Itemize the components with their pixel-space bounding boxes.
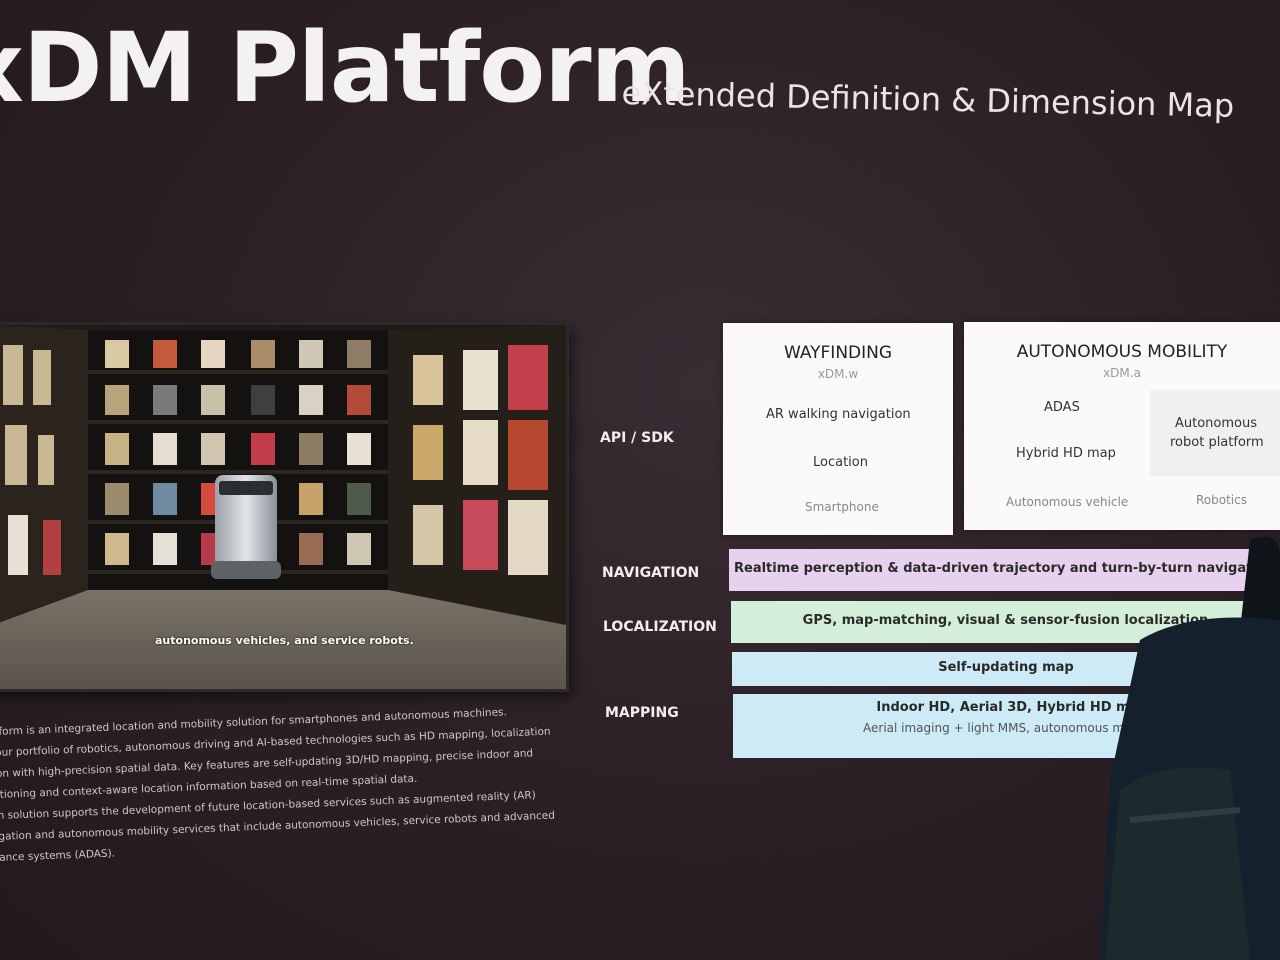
localization-bar-text: GPS, map-matching, visual & sensor-fusio…: [802, 613, 1209, 628]
wayfinding-code: xDM.w: [817, 367, 859, 381]
robot-platform-line2: robot platform: [1170, 435, 1264, 450]
description-paragraph: tform is an integrated location and mobi…: [0, 701, 559, 869]
layer-label-api-sdk: API / SDK: [600, 430, 674, 446]
person-with-backpack: [1100, 536, 1280, 960]
autonomous-title: AUTONOMOUS MOBILITY: [1016, 342, 1228, 362]
autonomous-footer-vehicle: Autonomous vehicle: [1006, 495, 1129, 509]
video-screen: [0, 322, 569, 692]
wayfinding-box: WAYFINDING xDM.w AR walking navigation L…: [723, 323, 953, 535]
autonomous-code: xDM.a: [1103, 366, 1141, 380]
autonomous-adas: ADAS: [1044, 400, 1080, 415]
autonomous-footer-robotics: Robotics: [1196, 493, 1247, 507]
robot-platform-line1: Autonomous: [1175, 416, 1258, 431]
wayfinding-footer: Smartphone: [805, 500, 879, 514]
layer-label-mapping: MAPPING: [605, 705, 679, 721]
autonomous-mobility-box: AUTONOMOUS MOBILITY xDM.a ADAS Hybrid HD…: [964, 322, 1280, 530]
navigation-bar: Realtime perception & data-driven trajec…: [729, 549, 1280, 591]
wayfinding-ar-navigation: AR walking navigation: [766, 407, 911, 422]
wayfinding-location: Location: [813, 455, 868, 470]
video-caption: autonomous vehicles, and service robots.: [155, 634, 414, 647]
mapping-bar-line1: Indoor HD, Aerial 3D, Hybrid HD mapping: [876, 700, 1180, 715]
wayfinding-title: WAYFINDING: [783, 343, 893, 363]
autonomous-hybrid-hd-map: Hybrid HD map: [1016, 446, 1116, 461]
mapping-bar-line2: Aerial imaging + light MMS, autonomous m…: [863, 721, 1166, 735]
layer-label-navigation: NAVIGATION: [602, 565, 700, 581]
self-updating-map-text: Self-updating map: [938, 660, 1074, 675]
bookstore-robot-scene: [0, 325, 566, 689]
navigation-bar-text: Realtime perception & data-driven trajec…: [734, 561, 1275, 576]
robot-platform-panel: Autonomous robot platform: [1150, 390, 1280, 476]
layer-label-localization: LOCALIZATION: [603, 619, 717, 635]
localization-bar: GPS, map-matching, visual & sensor-fusio…: [731, 601, 1280, 643]
page-title: xDM Platform: [0, 12, 691, 124]
page-subtitle: eXtended Definition & Dimension Map: [621, 74, 1235, 125]
